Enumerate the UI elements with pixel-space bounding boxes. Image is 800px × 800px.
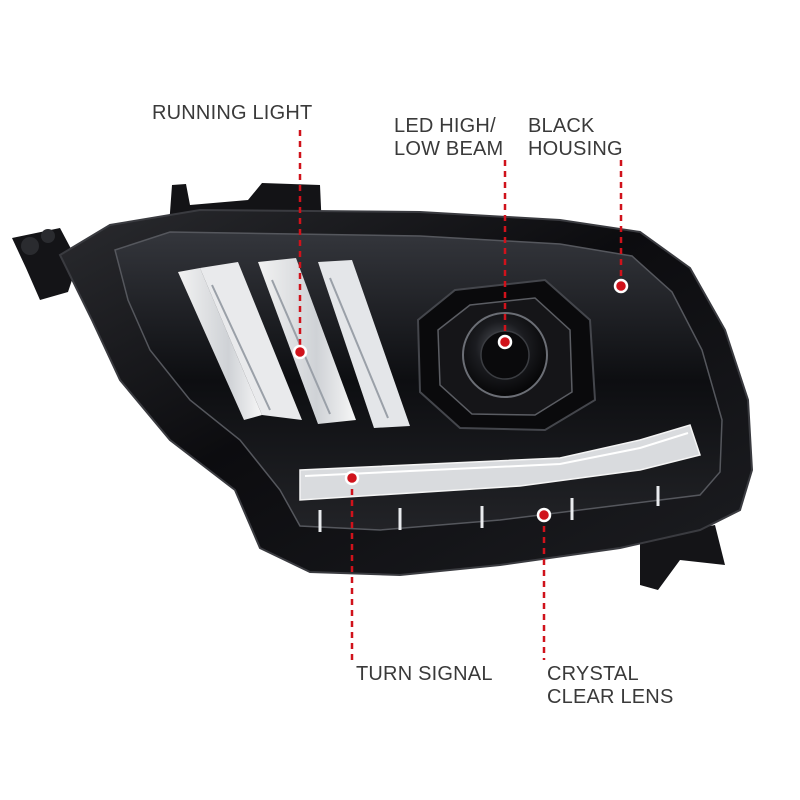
- callout-leaders: [298, 130, 623, 660]
- crystal-lens-label: CRYSTAL CLEAR LENS: [547, 663, 674, 709]
- black-housing-label-line: HOUSING: [528, 138, 623, 160]
- crystal-lens-label-line: CLEAR LENS: [547, 686, 674, 708]
- black-housing-label: BLACK HOUSING: [528, 115, 623, 161]
- led-beam-label: LED HIGH/ LOW BEAM: [394, 115, 503, 161]
- led-beam-label-line: LOW BEAM: [394, 138, 504, 160]
- crystal-lens-label-line: CRYSTAL: [547, 663, 639, 685]
- led-beam-label-line: LED HIGH/: [394, 115, 496, 137]
- running-light-label: RUNNING LIGHT: [152, 102, 312, 125]
- projector-module: [416, 278, 597, 432]
- running-light-strips: [178, 258, 410, 428]
- turn-signal-label-line: TURN SIGNAL: [356, 663, 493, 685]
- turn-signal-bar: [299, 424, 701, 501]
- running-light-label-line: RUNNING LIGHT: [152, 102, 313, 124]
- black-housing-label-line: BLACK: [528, 115, 595, 137]
- lower-led-row: [318, 486, 660, 532]
- callout-markers: [292, 278, 629, 523]
- turn-signal-label: TURN SIGNAL: [356, 663, 493, 686]
